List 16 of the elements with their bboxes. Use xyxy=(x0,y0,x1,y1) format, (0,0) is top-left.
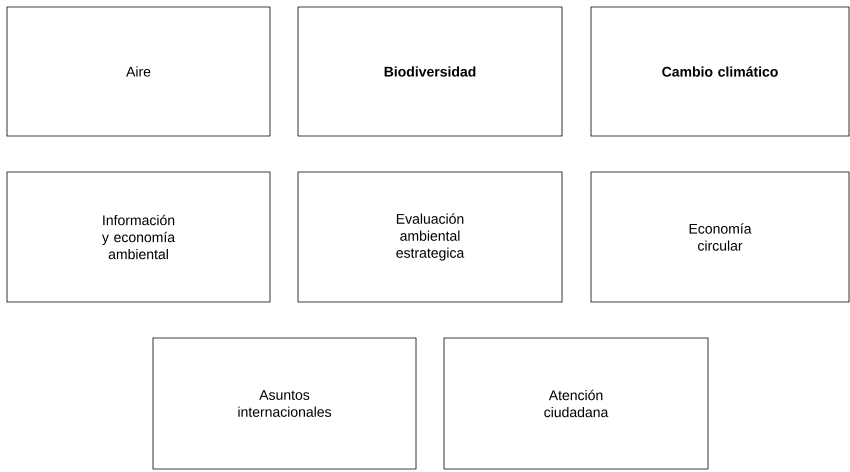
node-label: Cambio climático xyxy=(662,66,778,77)
node-label: Aire xyxy=(126,66,150,77)
node-label: Biodiversidad xyxy=(384,66,476,77)
node-label: Evaluación ambiental estrategica xyxy=(396,213,464,261)
topic-box xyxy=(590,6,850,136)
node-label: Atención ciudadana xyxy=(544,390,608,418)
topic-box xyxy=(590,172,850,302)
topic-box xyxy=(6,172,270,302)
node-label: Asuntos internacionales xyxy=(238,390,332,417)
topic-box xyxy=(298,6,562,136)
node-label: Información y economía ambiental xyxy=(102,214,176,260)
topic-box xyxy=(444,338,708,470)
topic-box xyxy=(6,6,270,136)
node-label: Economía circular xyxy=(690,223,752,251)
topic-box xyxy=(152,338,416,470)
topic-box xyxy=(298,172,562,302)
